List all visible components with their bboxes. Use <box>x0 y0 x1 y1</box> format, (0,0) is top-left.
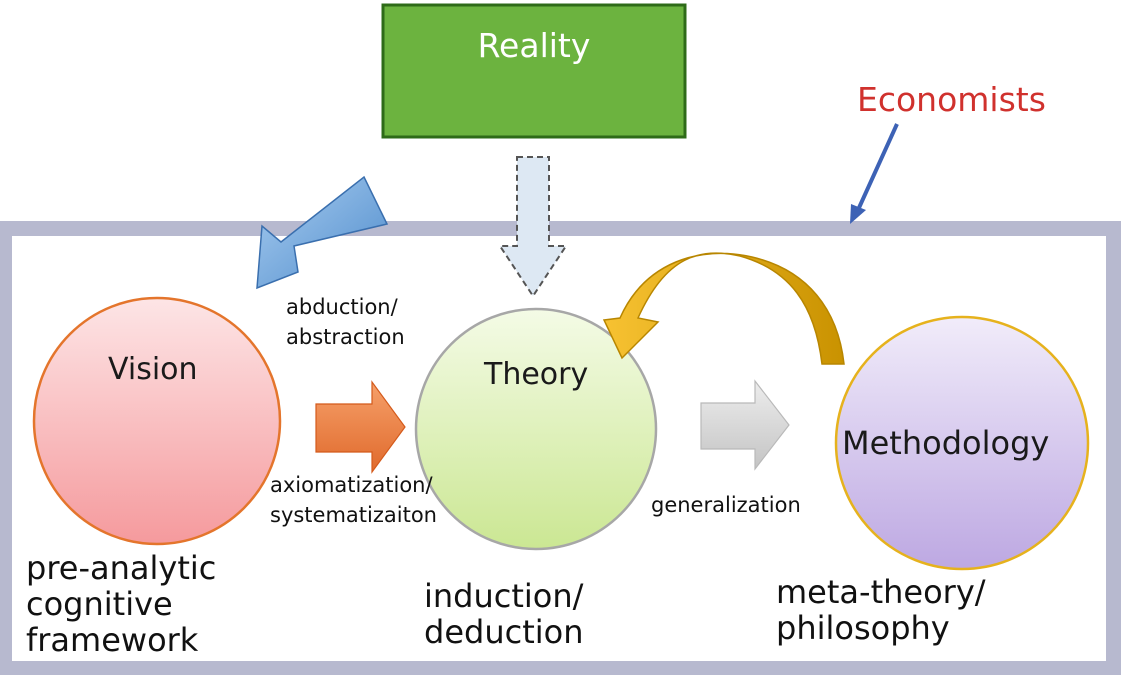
methodology-circle <box>834 315 1090 571</box>
abduction-edge-line-2: abstraction <box>286 325 405 349</box>
axiomatization-edge-line-2: systematizaiton <box>270 503 437 527</box>
theory-caption: induction/ deduction <box>424 578 583 650</box>
vision-label: Vision <box>108 352 198 387</box>
theory-label: Theory <box>484 357 589 392</box>
abduction-arrow <box>256 175 389 290</box>
axiomatization-edge-label: axiomatization/ systematizaiton <box>270 470 437 530</box>
reality-to-theory-arrow <box>498 156 568 298</box>
vision-circle <box>32 296 282 546</box>
theory-circle <box>414 307 658 551</box>
economists-label: Economists <box>857 80 1046 119</box>
reality-label: Reality <box>477 26 591 65</box>
generalization-edge-line-1: generalization <box>651 493 801 517</box>
axiomatization-arrow <box>315 380 406 474</box>
vision-caption-line-2: cognitive <box>26 585 173 623</box>
generalization-arrow <box>700 379 790 471</box>
axiomatization-edge-line-1: axiomatization/ <box>270 473 433 497</box>
methodology-caption-line-2: philosophy <box>776 609 950 647</box>
feedback-arrow <box>602 252 845 365</box>
vision-caption-line-3: framework <box>26 621 199 659</box>
vision-caption: pre-analytic cognitive framework <box>26 550 216 658</box>
methodology-label: Methodology <box>842 424 1050 462</box>
vision-caption-line-1: pre-analytic <box>26 549 217 587</box>
abduction-edge-label: abduction/ abstraction <box>286 292 405 352</box>
methodology-caption: meta-theory/ philosophy <box>776 574 986 646</box>
abduction-edge-line-1: abduction/ <box>286 295 398 319</box>
reality-box <box>381 3 687 139</box>
generalization-edge-label: generalization <box>651 490 801 520</box>
theory-caption-line-2: deduction <box>424 613 584 651</box>
methodology-caption-line-1: meta-theory/ <box>776 573 986 611</box>
economists-pointer-arrow <box>850 123 899 224</box>
theory-caption-line-1: induction/ <box>424 577 584 615</box>
